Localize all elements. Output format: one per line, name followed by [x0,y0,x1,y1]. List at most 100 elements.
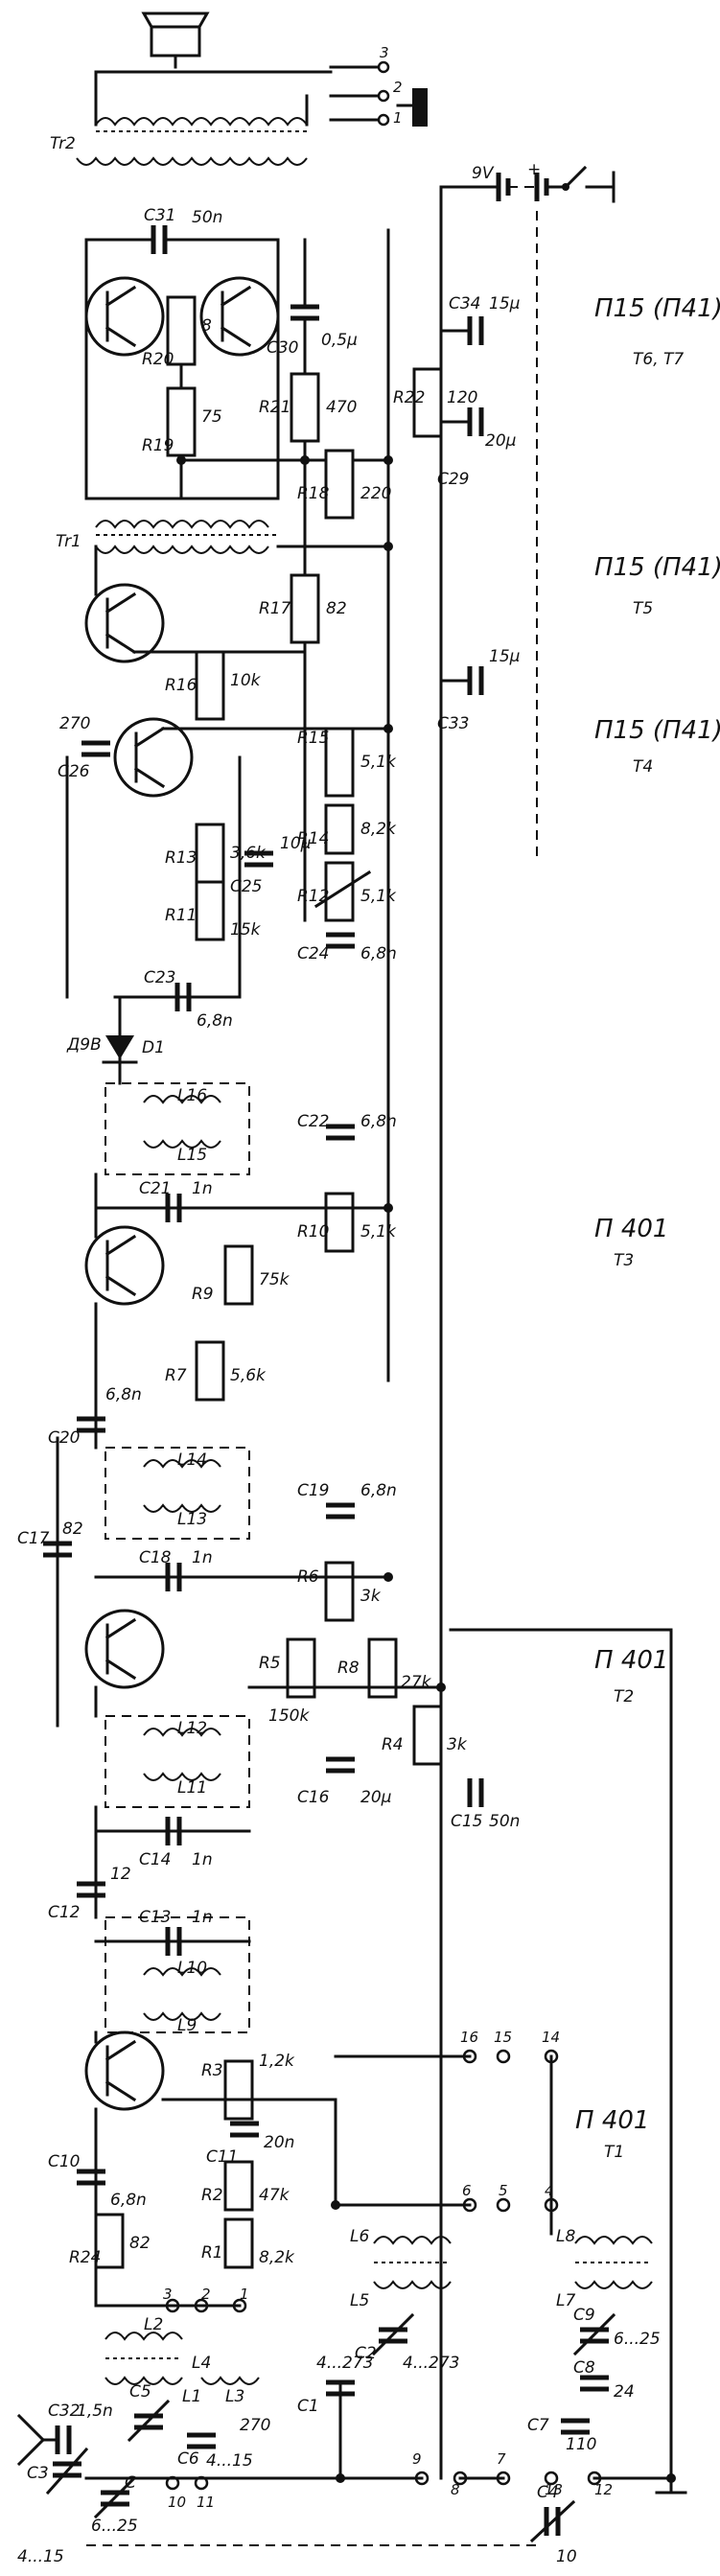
svg-text:14: 14 [542,2029,560,2046]
svg-text:D1: D1 [142,1038,165,1057]
svg-text:5,1k: 5,1k [360,887,397,906]
trimmer-c3[interactable]: C5 270 [127,2382,270,2443]
svg-text:C25: C25 [230,877,263,896]
oscillator-coil-l7-l8: L8 L7 [556,2227,653,2310]
svg-text:9: 9 [412,2450,422,2468]
svg-text:470: 470 [326,398,357,417]
svg-text:C2: C2 [355,2344,377,2363]
svg-text:L8: L8 [556,2227,575,2246]
resistor-r10 [324,1192,355,1253]
svg-text:1n: 1n [192,1548,213,1567]
resistor-r7 [195,1340,225,1402]
svg-text:C16: C16 [297,1788,330,1807]
svg-text:C17: C17 [17,1529,50,1548]
resistor-r9 [223,1244,254,1306]
svg-text:П 401: П 401 [575,2106,649,2135]
svg-text:L3: L3 [225,2387,244,2406]
svg-text:C: C [125,2473,136,2493]
transistor-t3 [84,1225,165,1306]
tuning-capacitor-c1[interactable]: C3 4...15 [17,2447,89,2566]
band-switch[interactable]: 16 15 14 6 5 4 9 8 7 13 12 3 2 1 10 11 [163,2029,613,2511]
svg-text:15μ: 15μ [489,647,521,666]
capacitor-c23: C23 6,8n [113,968,242,1031]
resistor-r21 [290,372,320,443]
svg-text:6,8n: 6,8n [360,944,397,963]
svg-text:R13: R13 [165,848,197,868]
svg-text:+: + [527,160,541,179]
svg-text:C30: C30 [267,338,299,358]
svg-text:C1: C1 [297,2397,319,2416]
capacitor-c29: C29 20μ [437,407,517,489]
svg-text:R19: R19 [142,436,174,455]
svg-text:R17: R17 [259,599,291,618]
capacitor-c30: C30 0,5μ [267,238,358,358]
svg-text:C33: C33 [437,714,470,733]
svg-text:20n: 20n [264,2133,294,2152]
svg-text:П15 (П41): П15 (П41) [594,553,720,582]
tuning-capacitor-c2[interactable]: C4 10 [529,2483,577,2566]
svg-text:16: 16 [460,2029,478,2046]
svg-text:10: 10 [556,2547,577,2566]
volume-potentiometer-r12[interactable]: R12 5,1k [297,861,397,922]
capacitor-c13: C13 1n [94,1908,251,1956]
headphone-jack[interactable]: 3 2 1 [329,44,428,127]
svg-text:20μ: 20μ [360,1788,392,1807]
svg-text:1n: 1n [192,1908,213,1927]
svg-text:150k: 150k [268,1706,310,1726]
svg-text:R18: R18 [297,484,330,503]
svg-text:2: 2 [393,79,403,96]
svg-text:6,8n: 6,8n [360,1481,397,1500]
svg-text:L7: L7 [556,2291,575,2310]
if-transformer-l9-l10: L10 L9 [105,1916,250,2035]
resistor-r17 [290,573,320,644]
trimmer-c9[interactable]: C9 6...25 [572,2306,661,2356]
svg-text:82: 82 [62,1520,83,1539]
svg-text:4...15: 4...15 [206,2451,253,2471]
diode-d1: Д9В D1 [66,1035,165,1064]
capacitor-c11: C11 20n [206,2121,294,2167]
svg-text:R24: R24 [69,2248,101,2267]
svg-text:1n: 1n [192,1179,213,1198]
svg-text:6...25: 6...25 [91,2517,138,2536]
svg-text:4: 4 [545,2182,554,2199]
svg-text:C13: C13 [139,1908,172,1927]
svg-text:Tr1: Tr1 [56,532,81,551]
svg-text:L9: L9 [177,2016,197,2035]
svg-text:C34: C34 [449,294,481,313]
resistor-r1 [223,2217,254,2269]
svg-text:6,8n: 6,8n [197,1011,233,1031]
capacitor-c10: C10 6,8n [48,2152,147,2210]
svg-text:12: 12 [110,1865,131,1884]
svg-text:5,1k: 5,1k [360,753,397,772]
trimmer-c[interactable]: C 6...25 [91,2473,138,2536]
capacitor-c16: C16 20μ [297,1756,392,1807]
svg-text:4...273: 4...273 [403,2354,459,2373]
svg-text:R3: R3 [201,2061,223,2080]
capacitor-c15: C15 50n [451,1778,520,1831]
svg-text:П 401: П 401 [594,1215,668,1243]
trimmer-c6[interactable]: C2 4...273 [355,2312,459,2373]
svg-text:270: 270 [240,2416,270,2435]
capacitor-c7: C7 110 [527,2416,596,2454]
svg-text:6: 6 [462,2182,472,2199]
svg-text:6,8n: 6,8n [105,1385,142,1404]
input-coil-l1-l2: L2 L1 [105,2315,201,2406]
resistor-r15 [324,727,355,798]
svg-text:L12: L12 [177,1719,207,1738]
battery-label: 9V [472,164,495,183]
svg-text:C29: C29 [437,470,470,489]
svg-text:C24: C24 [297,944,330,963]
svg-text:8: 8 [451,2481,460,2498]
svg-text:110: 110 [566,2435,596,2454]
svg-text:50n: 50n [489,1812,520,1831]
svg-text:R12: R12 [297,887,329,906]
power-switch[interactable] [545,165,615,203]
svg-text:8,2k: 8,2k [360,820,397,839]
svg-text:C18: C18 [139,1548,172,1567]
svg-text:R20: R20 [142,350,174,369]
svg-text:6,8n: 6,8n [360,1112,397,1131]
svg-text:13: 13 [545,2481,563,2498]
if-transformer-l13-l14: L14 L13 [105,1447,250,1540]
svg-text:R8: R8 [337,1659,360,1678]
svg-text:Tr2: Tr2 [50,134,76,153]
